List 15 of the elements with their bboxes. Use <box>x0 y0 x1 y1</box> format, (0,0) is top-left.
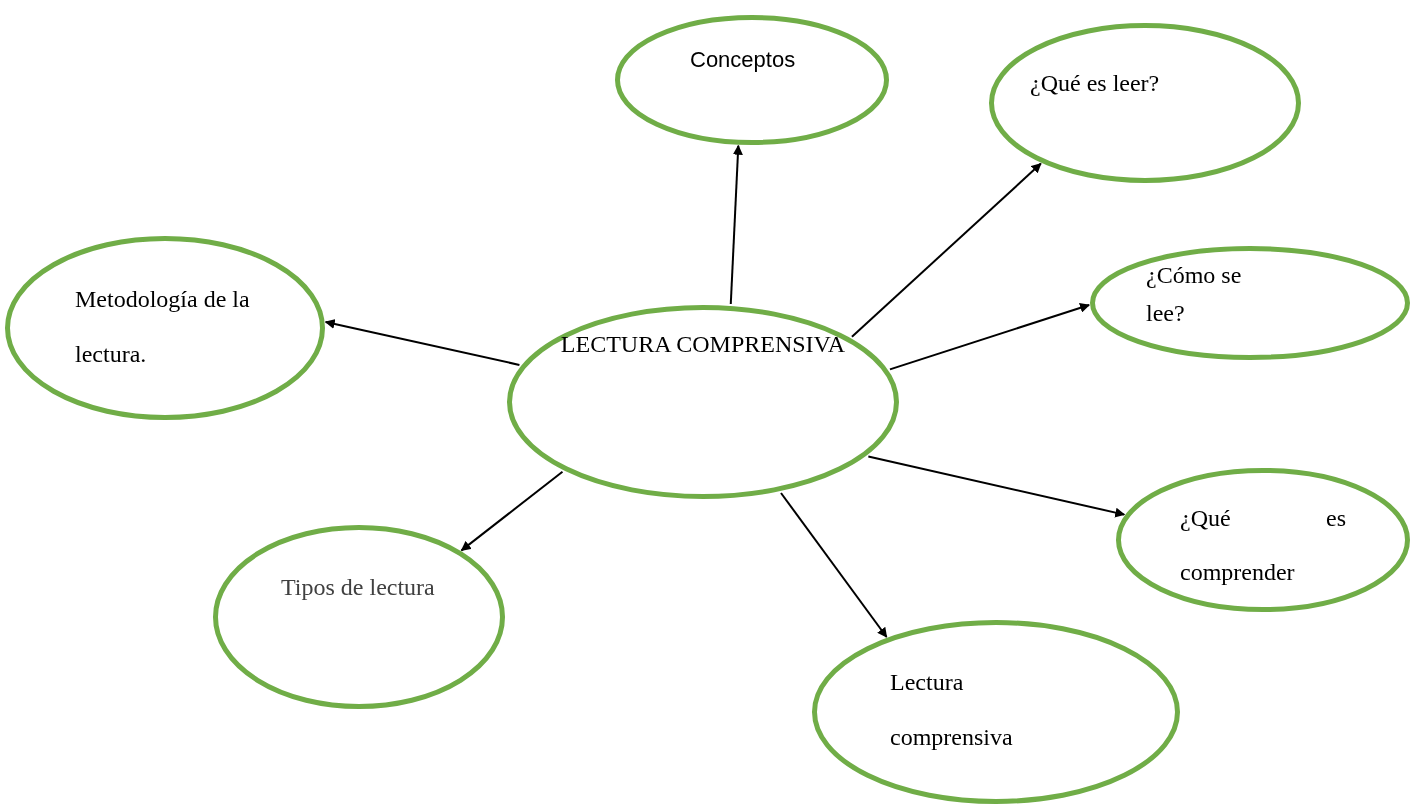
node-label: ¿Qué es leer? <box>1030 69 1161 98</box>
node-label: ¿Qué es comprender <box>1180 504 1346 587</box>
arrow <box>780 492 888 638</box>
arrow <box>460 470 564 552</box>
node-label: Tipos de lectura <box>281 573 436 602</box>
node-label: Metodología de la lectura. <box>75 285 251 369</box>
arrow <box>324 319 521 366</box>
node-label: Lectura comprensiva <box>890 668 1014 752</box>
arrow <box>850 162 1042 338</box>
arrow <box>888 302 1091 371</box>
arrow <box>867 455 1126 518</box>
node-label: LECTURA COMPRENSIVA <box>560 330 846 359</box>
arrow <box>729 144 743 305</box>
node-label: Conceptos <box>690 46 797 74</box>
node-label: ¿Cómo se lee? <box>1146 261 1243 328</box>
